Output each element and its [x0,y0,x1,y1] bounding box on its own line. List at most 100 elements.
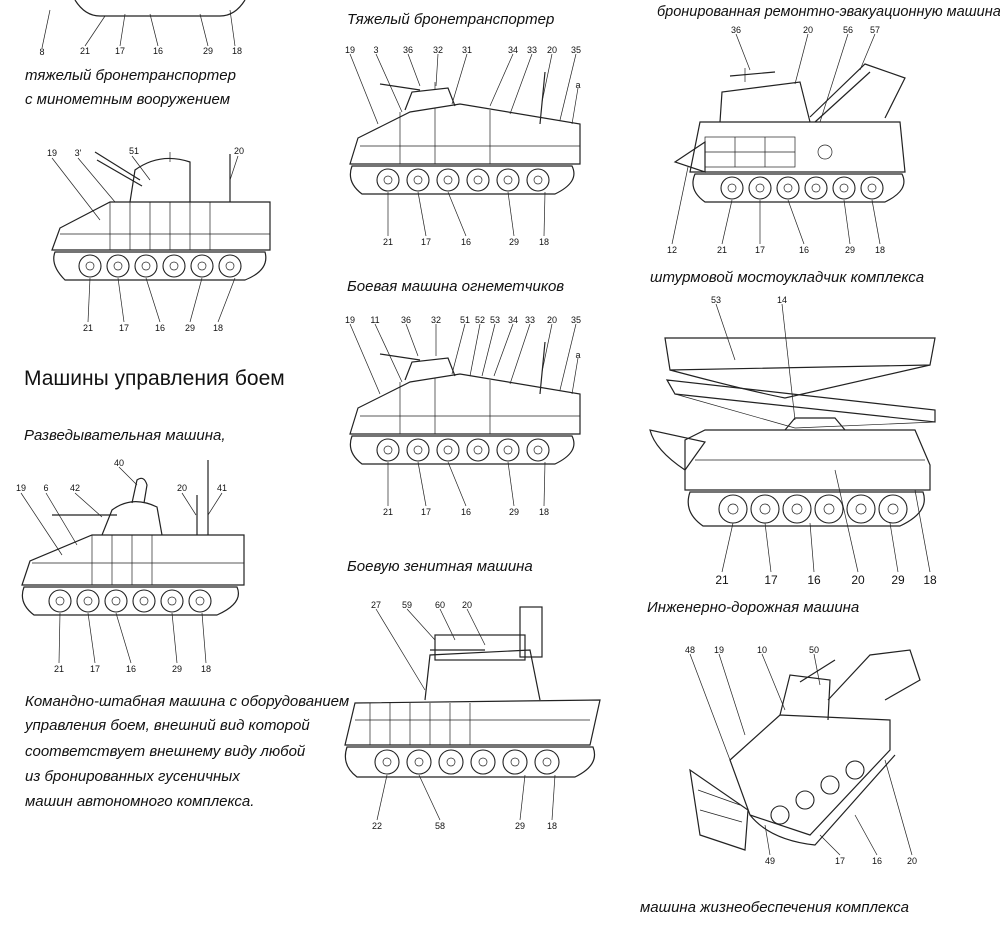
caption-support: машина жизнеобеспечения комплекса [640,899,910,916]
callout-label: 16 [152,46,164,56]
callout-label: 10 [756,645,768,655]
callout-label: 36 [730,25,742,35]
callout-label: 17 [834,856,846,866]
callout-label: 18 [546,821,558,831]
vehicle-drawing-support [689,649,921,856]
caption-mortar-apc-line1: тяжелый бронетранспортер [25,67,236,84]
callout-label: 57 [869,25,881,35]
callout-label: 53 [489,315,501,325]
caption-command-line1: Командно-штабная машина с оборудованием [25,693,350,710]
callout-label: 18 [538,237,550,247]
caption-assault-bridge: штурмовой мостоукладчик комплекса [650,269,925,286]
panel-flamethrower: 19 11 36 32 51 52 53 34 33 20 35 a 21 17… [340,312,590,522]
callout-label: 20 [851,573,865,587]
callout-label: 16 [125,664,137,674]
callout-label: 20 [461,600,473,610]
panel-air-defense: 27 59 60 20 22 58 29 18 [335,595,610,840]
callout-label: 20 [802,25,814,35]
caption-recon: Разведывательная машина, [24,427,226,444]
vehicle-drawing-recon [20,460,245,664]
callout-label: 35 [570,45,582,55]
callout-label: 35 [570,315,582,325]
callout-label: 17 [754,245,766,255]
caption-heavy-apc: Тяжелый бронетранспортер [347,11,555,28]
callout-label: 59 [401,600,413,610]
callout-label: 49 [764,856,776,866]
callout-label: 41 [216,483,228,493]
callout-label: 19 [46,148,58,158]
callout-label: 16 [460,507,472,517]
callout-label: 16 [798,245,810,255]
callout-label: 20 [233,146,245,156]
caption-engineering: Инженерно-дорожная машина [647,599,860,616]
callout-label: 21 [716,245,728,255]
panel-mortar-apc: 19 3' 51 20 21 17 16 29 18 [40,140,280,340]
callout-label: 19 [344,45,356,55]
callout-label: 18 [923,573,937,587]
vehicle-drawing-flamethrower [349,323,581,507]
callout-label: 18 [200,664,212,674]
callout-label: 17 [118,323,130,333]
panel-recon: 19 6 42 40 20 41 21 17 16 29 18 [12,455,257,680]
callout-label: 20 [546,315,558,325]
callout-label: 21 [79,46,91,56]
vehicle-drawing-air-defense [344,606,601,821]
callout-label: 12 [666,245,678,255]
callout-label: 32 [430,315,442,325]
callout-label: 27 [370,600,382,610]
callout-label: 3 [373,45,379,55]
panel-support: 48 19 10 50 49 17 16 20 [670,640,940,875]
callout-label: a [575,350,581,360]
callout-label: 8 [39,47,45,57]
section-heading: Машины управления боем [24,367,285,390]
callout-label: 29 [508,237,520,247]
callout-label: 51 [128,146,140,156]
caption-arv: бронированная ремонтно-эвакуационную маш… [657,4,1000,20]
callout-label: 33 [526,45,538,55]
callout-label: 17 [420,507,432,517]
callout-label: 16 [871,856,883,866]
callout-label: 21 [82,323,94,333]
callout-label: 32 [432,45,444,55]
callout-label: 34 [507,315,519,325]
vehicle-drawing-mortar-apc [51,151,271,323]
vehicle-drawing-assault-bridge [649,303,936,573]
callout-label: 52 [474,315,486,325]
callout-label: 29 [891,573,905,587]
callout-label: 29 [202,46,214,56]
caption-air-defense: Боевую зенитная машина [347,558,533,575]
caption-command-line3: соответствует внешнему виду любой [25,743,306,760]
callout-label: 20 [176,483,188,493]
panel-mortar-apc-cropped: 8 21 17 16 29 18 [30,0,260,60]
callout-label: 16 [460,237,472,247]
callout-label: 20 [906,856,918,866]
callout-label: 21 [382,237,394,247]
callout-label: 21 [53,664,65,674]
callout-label: 16 [154,323,166,333]
callout-label: 18 [874,245,886,255]
caption-flamethrower: Боевая машина огнеметчиков [347,278,565,295]
callout-label: 36 [402,45,414,55]
callout-label: 21 [715,573,729,587]
callout-label: 17 [764,573,778,587]
vehicle-drawing-arv [671,33,906,245]
caption-command-line4: из бронированных гусеничных [25,768,240,785]
callout-label: 31 [461,45,473,55]
callout-label: 17 [114,46,126,56]
callout-label: 36 [400,315,412,325]
callout-label: 53 [710,295,722,305]
callout-label: 51 [459,315,471,325]
callout-label: 29 [171,664,183,674]
callout-label: 18 [212,323,224,333]
callout-label: 16 [807,573,821,587]
callout-label: 19 [15,483,27,493]
panel-heavy-apc: 19 3 36 32 31 34 33 20 35 a 21 17 16 29 … [340,42,590,252]
caption-mortar-apc-line2: с минометным вооружением [25,91,230,108]
callout-label: 11 [370,315,380,325]
vehicle-drawing-heavy-apc [349,53,581,237]
panel-assault-bridge: 53 14 21 17 16 20 29 18 [645,290,945,595]
callout-label: a [575,80,581,90]
vehicle-drawing-mortar-apc-cropped [41,0,246,49]
callout-label: 34 [507,45,519,55]
callout-label: 20 [546,45,558,55]
